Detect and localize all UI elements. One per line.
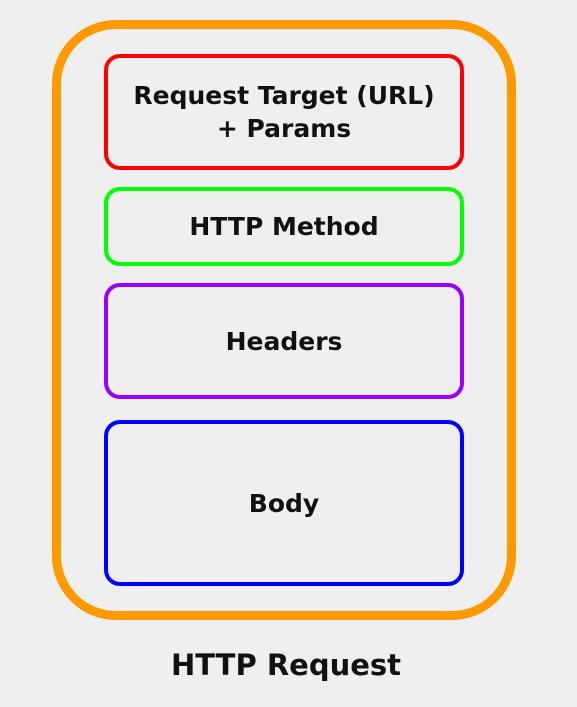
- request-target-label: Request Target (URL) + Params: [133, 79, 434, 145]
- http-method-box: HTTP Method: [104, 187, 464, 266]
- request-target-label-line-1: Request Target (URL): [133, 81, 435, 110]
- headers-box: Headers: [104, 283, 464, 399]
- http-method-label: HTTP Method: [189, 212, 379, 241]
- request-target-label-line-2: + Params: [216, 114, 352, 143]
- body-box: Body: [104, 420, 464, 586]
- diagram-caption: HTTP Request: [170, 648, 402, 682]
- headers-label: Headers: [225, 326, 343, 356]
- body-label: Body: [248, 488, 320, 518]
- request-target-box: Request Target (URL) + Params: [104, 54, 464, 170]
- http-request-container: [52, 20, 516, 620]
